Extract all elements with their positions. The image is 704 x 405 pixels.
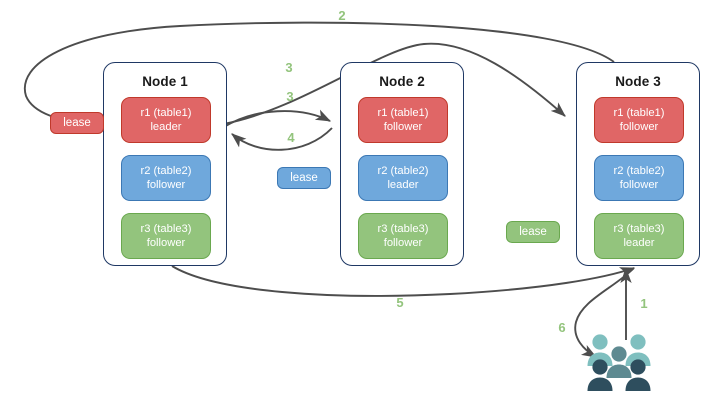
replica-role: follower xyxy=(383,237,423,249)
replica-name: r2 (table2) xyxy=(613,164,665,177)
replica-node1-r1[interactable]: r1 (table1) leader xyxy=(121,97,211,143)
replica-role: follower xyxy=(146,237,186,249)
node-title: Node 3 xyxy=(615,74,661,89)
lease-badge-green[interactable]: lease xyxy=(506,221,560,243)
arrow-step-3-to-node2 xyxy=(223,109,332,128)
replica-name: r3 (table3) xyxy=(140,222,192,235)
lease-label: lease xyxy=(63,117,91,129)
replica-name: r1 (table1) xyxy=(377,106,429,119)
lease-badge-blue[interactable]: lease xyxy=(277,167,331,189)
people-center-figure xyxy=(606,346,632,378)
replica-name: r2 (table2) xyxy=(140,164,192,177)
people-front-row xyxy=(587,359,651,391)
lease-label: lease xyxy=(290,172,318,184)
step-label-3-lower: 3 xyxy=(286,89,294,104)
replica-node3-r3[interactable]: r3 (table3) leader xyxy=(594,213,684,259)
replica-node3-r1[interactable]: r1 (table1) follower xyxy=(594,97,684,143)
replica-role: leader xyxy=(387,179,419,191)
lease-label: lease xyxy=(519,226,547,238)
step-label-5: 5 xyxy=(396,295,404,310)
replica-role: follower xyxy=(619,179,659,191)
step-label-3-upper: 3 xyxy=(285,60,293,75)
step-label-4: 4 xyxy=(287,130,295,145)
replica-name: r3 (table3) xyxy=(377,222,429,235)
lease-badge-red[interactable]: lease xyxy=(50,112,104,134)
replica-node2-r3[interactable]: r3 (table3) follower xyxy=(358,213,448,259)
replica-name: r1 (table1) xyxy=(613,106,665,119)
node-container-1[interactable]: Node 1 r1 (table1) leader r2 (table2) fo… xyxy=(103,62,227,266)
replica-node2-r1[interactable]: r1 (table1) follower xyxy=(358,97,448,143)
node-container-2[interactable]: Node 2 r1 (table1) follower r2 (table2) … xyxy=(340,62,464,266)
arrow-step-5 xyxy=(171,265,636,297)
replica-role: follower xyxy=(383,121,423,133)
replica-node1-r2[interactable]: r2 (table2) follower xyxy=(121,155,211,201)
replica-role: follower xyxy=(146,179,186,191)
node-title: Node 1 xyxy=(142,74,188,89)
replica-node3-r2[interactable]: r2 (table2) follower xyxy=(594,155,684,201)
replica-role: leader xyxy=(623,237,655,249)
step-label-6: 6 xyxy=(558,320,566,335)
replica-node2-r2[interactable]: r2 (table2) leader xyxy=(358,155,448,201)
node-title: Node 2 xyxy=(379,74,425,89)
replica-role: leader xyxy=(150,121,182,133)
replica-node1-r3[interactable]: r3 (table3) follower xyxy=(121,213,211,259)
people-back-row xyxy=(587,334,651,366)
step-label-2: 2 xyxy=(338,8,346,23)
step-label-1: 1 xyxy=(640,296,648,311)
replica-role: follower xyxy=(619,121,659,133)
node-container-3[interactable]: Node 3 r1 (table1) follower r2 (table2) … xyxy=(576,62,700,266)
people-group-icon xyxy=(587,334,651,391)
replica-name: r2 (table2) xyxy=(377,164,429,177)
replica-name: r3 (table3) xyxy=(613,222,665,235)
replica-name: r1 (table1) xyxy=(140,106,192,119)
